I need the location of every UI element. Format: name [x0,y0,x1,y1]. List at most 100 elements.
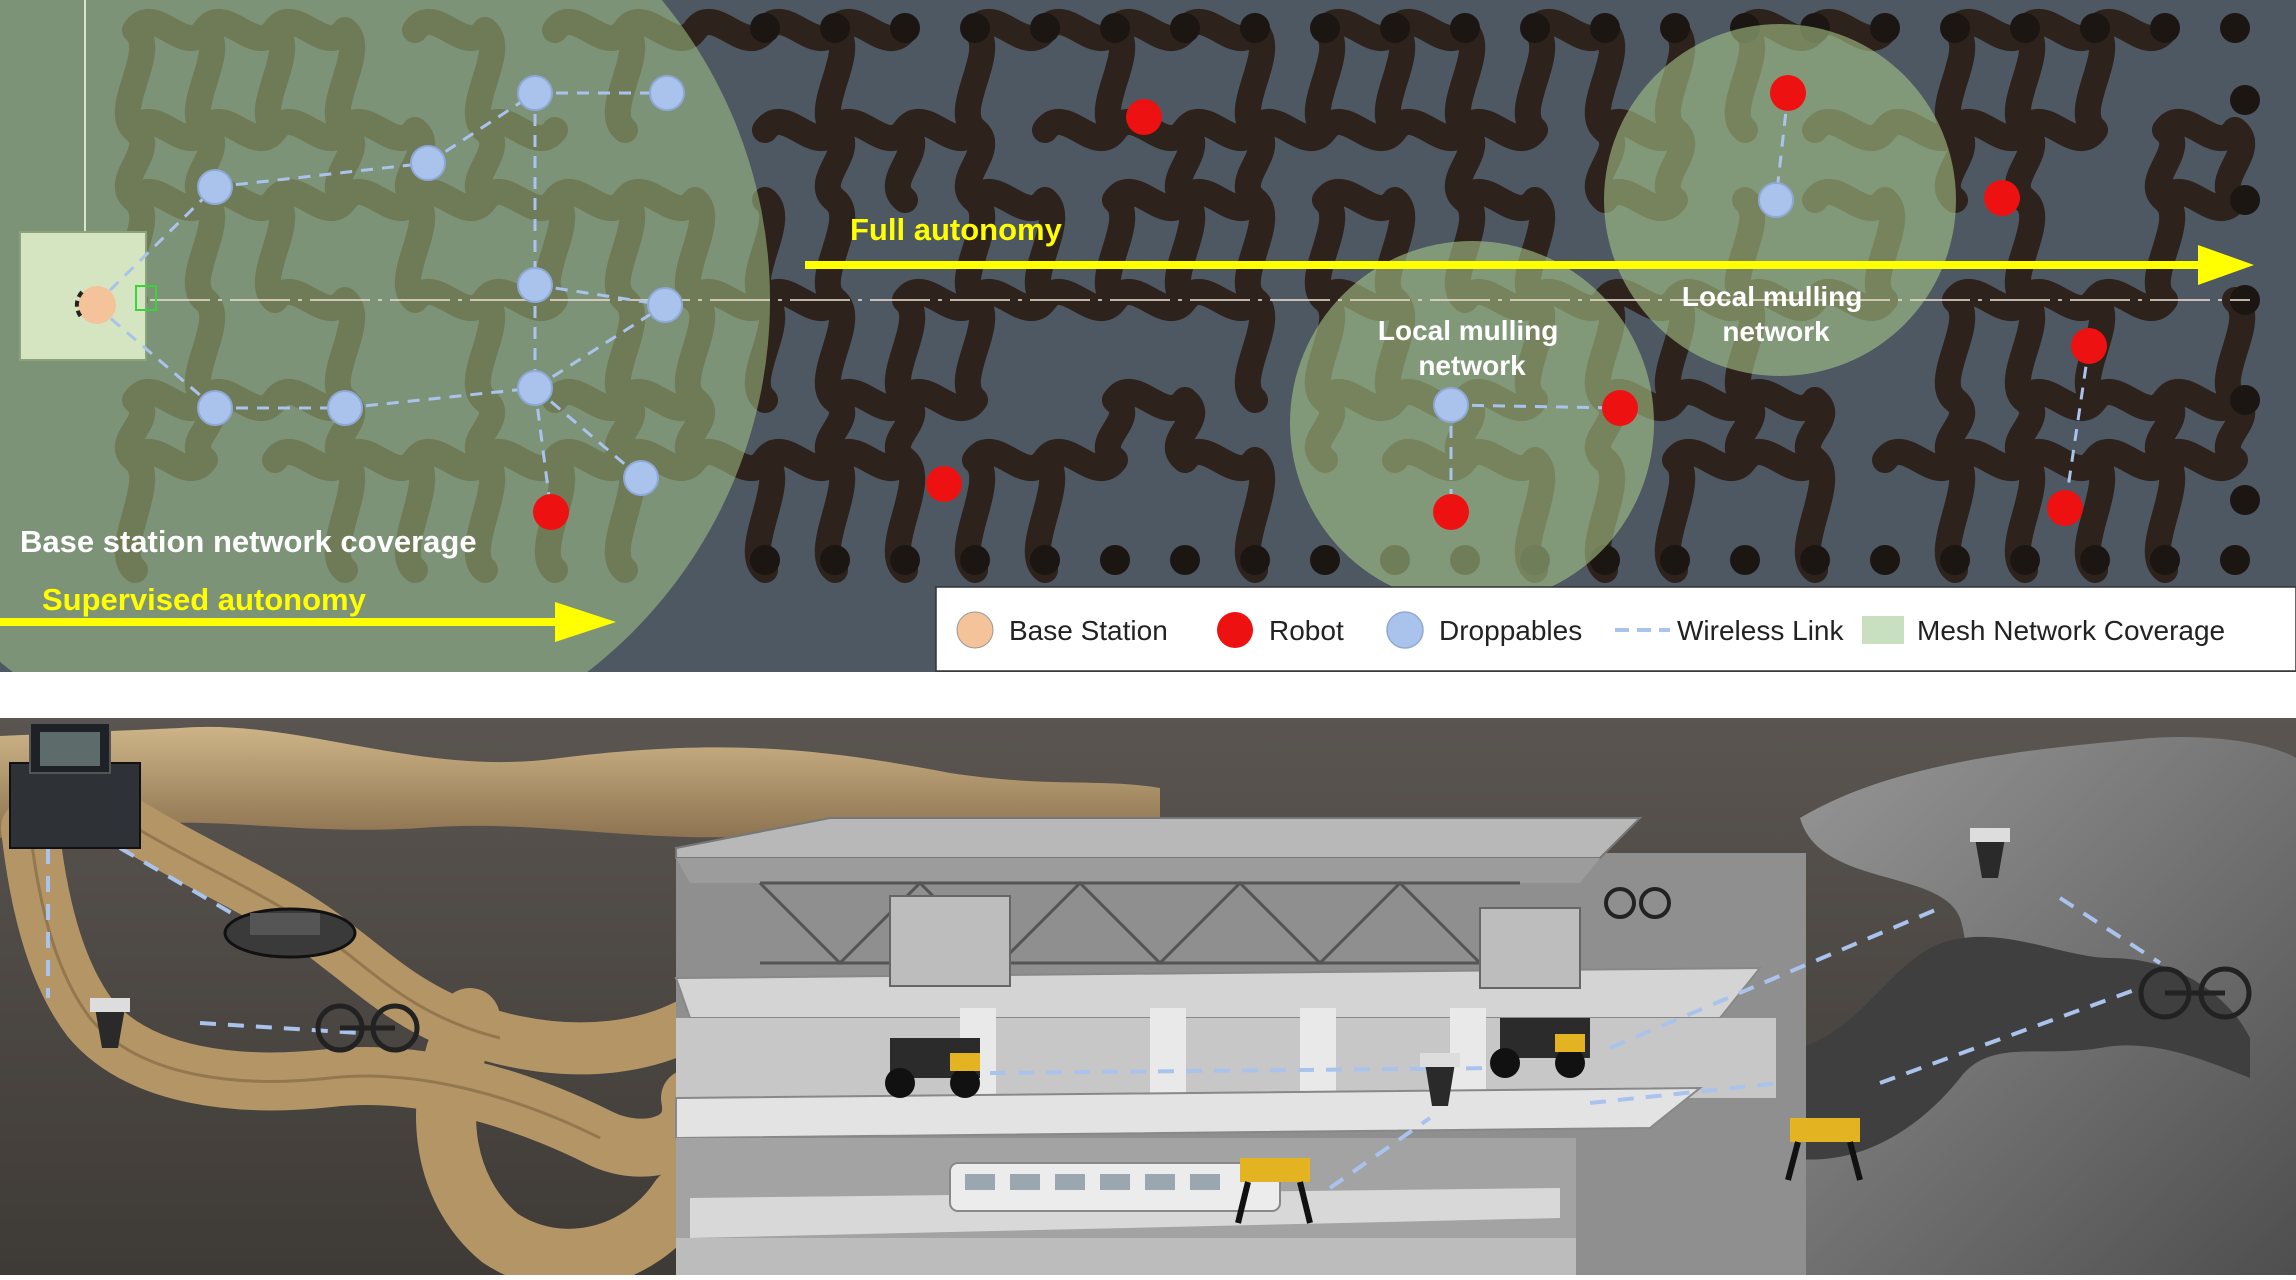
legged-robot-2 [1785,1118,1863,1181]
tunnel-end [890,13,920,43]
local-network-label-1: Local mulling network [1378,315,1566,381]
wheeled-robot-2 [1490,1018,1590,1078]
tunnel-end [1310,545,1340,575]
network-map-panel: Full autonomy Base station network cover… [0,0,2296,672]
robot-marker [533,494,569,530]
tunnel-end [2230,485,2260,515]
tunnel-end [1590,13,1620,43]
middle-level [676,1018,1776,1098]
drone-1 [315,1003,420,1053]
droppable-node [517,267,553,303]
tunnel-end [1800,545,1830,575]
droppable-node [327,390,363,426]
local-network-label-2-line-2: network [1722,316,1830,347]
subterranean-scene-panel [0,718,2296,1280]
droppable-node [517,75,553,111]
tunnel-end [1240,545,1270,575]
robot-marker [1602,390,1638,426]
tunnel-end [2220,13,2250,43]
hvac-unit-right [1479,907,1581,989]
local-coverage-area-1 [1290,241,1654,605]
tunnel-end [1940,13,1970,43]
legend-base-label: Base Station [1009,615,1168,646]
robot-marker [2071,328,2107,364]
local-network-label-1-line-1: Local mulling [1378,315,1558,346]
legend: Base Station Robot Droppables Wireless L… [935,586,2296,672]
robots [533,75,2107,530]
supervised-autonomy-label: Supervised autonomy [42,582,367,617]
tunnel-end [2230,85,2260,115]
hvac-unit-left [889,895,1011,987]
full-autonomy-label: Full autonomy [850,212,1063,247]
platform [690,1188,1560,1238]
tunnel-end [1520,13,1550,43]
tunnel-end [1170,13,1200,43]
legend-robot-label: Robot [1269,615,1344,646]
legend-coverage-swatch [1862,616,1904,644]
robot-marker [926,466,962,502]
droppable-node [410,145,446,181]
tunnel-end [1380,13,1410,43]
tunnel-end [1660,545,1690,575]
wheeled-robot-1 [885,1038,980,1098]
tunnel-end [1730,545,1760,575]
droppables [197,75,1794,496]
legged-robot-1 [1235,1158,1313,1224]
local-network-label-2: Local mulling network [1682,281,1870,347]
droppable-node [1433,387,1469,423]
tunnel-end [960,13,990,43]
droppable-node [517,370,553,406]
local-network-label-1-line-2: network [1418,350,1526,381]
upper-level [674,966,1763,1019]
tunnel-end [2080,545,2110,575]
tunnel-end [1030,545,1060,575]
scene-wireless-links [46,846,2162,1190]
tunnel-end [750,545,780,575]
robot-marker [1984,180,2020,216]
tunnel-end [2150,545,2180,575]
drone-3 [2138,966,2252,1020]
tunnel-end [960,545,990,575]
legend-droppable-swatch [1386,611,1424,649]
base-station-door [135,285,157,311]
comms-node-3 [1970,828,2010,878]
supervised-autonomy-arrow [0,602,616,642]
tunnel-end [1870,13,1900,43]
tunnel-end [1100,13,1130,43]
tunnel-end [750,13,780,43]
base-station-equipment [9,722,141,849]
tunnel-end [2080,13,2110,43]
tunnel-end [2010,13,2040,43]
droppable-node [623,460,659,496]
droppable-node [649,75,685,111]
tunnel-end [2150,13,2180,43]
tunnel-end [1940,545,1970,575]
comms-node-1 [90,998,130,1048]
full-autonomy-arrow [805,245,2254,285]
robot-marker [1770,75,1806,111]
tunnel-end [2230,185,2260,215]
local-network-label-2-line-1: Local mulling [1682,281,1862,312]
tunnel-end [1870,545,1900,575]
tunnel-end [2220,545,2250,575]
legend-base-swatch [956,611,994,649]
station-roof [675,817,1643,859]
robot-marker [2047,490,2083,526]
legend-robot-swatch [1217,612,1253,648]
legend-link-label: Wireless Link [1677,615,1844,646]
tunnel-end [1240,13,1270,43]
tunnel-end [2230,385,2260,415]
robot-marker [1126,99,1162,135]
legend-coverage-label: Mesh Network Coverage [1917,615,2225,646]
droppable-node [197,169,233,205]
surface-dune [0,726,1160,838]
legend-droppable-label: Droppables [1439,615,1582,646]
robot-marker [1433,494,1469,530]
drone-2 [1604,887,1671,919]
tunnel-end [1450,13,1480,43]
base-coverage-area [0,0,770,672]
tunnel-end [2010,545,2040,575]
base-coverage-label: Base station network coverage [20,524,477,559]
droppable-node [1758,182,1794,218]
droppable-node [647,287,683,323]
